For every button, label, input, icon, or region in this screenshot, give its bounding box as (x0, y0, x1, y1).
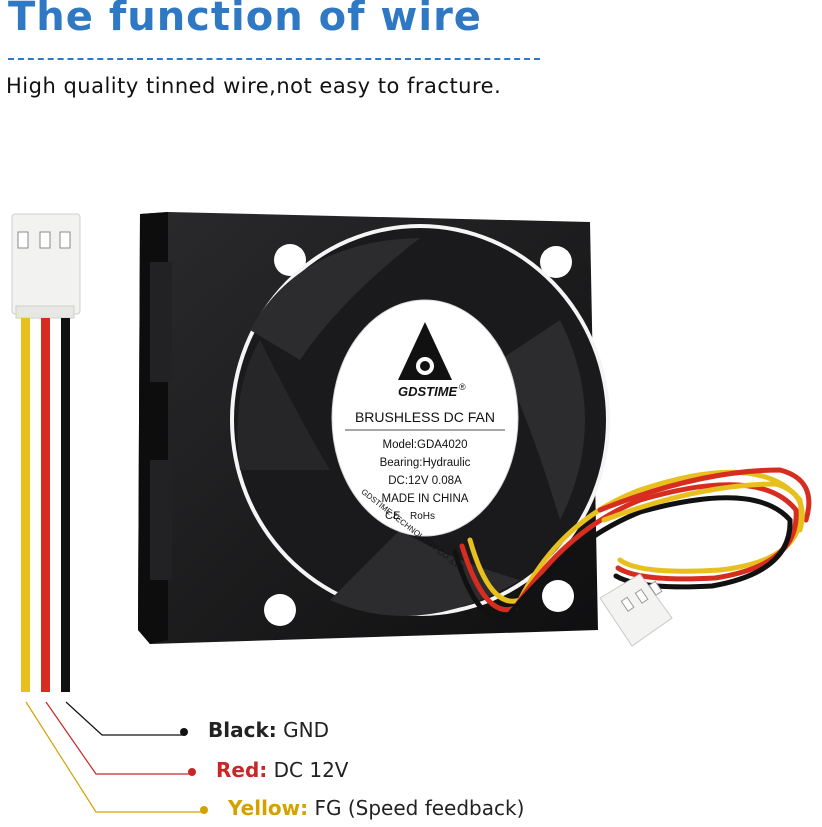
legend-dot (180, 727, 188, 736)
legend-name: Yellow (228, 796, 301, 820)
legend-desc: FG (Speed feedback) (308, 796, 525, 820)
rohs-mark: RoHs (410, 511, 435, 522)
fan-label: GDSTIME ® BRUSHLESS DC FAN Model:GDA4020… (331, 299, 519, 573)
legend-yellow: Yellow: FG (Speed feedback) (200, 796, 524, 820)
left-wires (21, 318, 70, 692)
title-divider (8, 58, 540, 60)
fan-bearing: Bearing:Hydraulic (380, 457, 471, 469)
legend-desc: GND (276, 718, 329, 742)
fan-product-name: BRUSHLESS DC FAN (355, 409, 495, 425)
fan-brand: GDSTIME (398, 384, 458, 399)
right-wire-coil (452, 467, 812, 620)
fan-origin: MADE IN CHINA (382, 493, 469, 505)
legend-name: Black (208, 718, 269, 742)
legend-red: Red: DC 12V (188, 758, 349, 782)
legend-name: Red (216, 758, 260, 782)
legend-black: Black: GND (180, 718, 329, 742)
ce-mark: CE (385, 510, 400, 522)
legend-leader-lines (25, 701, 204, 813)
registered-mark: ® (459, 382, 466, 392)
legend-dot (188, 767, 196, 776)
fan-rating: DC:12V 0.08A (388, 475, 462, 487)
page-subtitle: High quality tinned wire,not easy to fra… (6, 74, 502, 98)
legend-desc: DC 12V (267, 758, 349, 782)
fan-model: Model:GDA4020 (382, 439, 467, 451)
right-connector (599, 573, 673, 647)
legend-dot (200, 805, 208, 814)
page-title: The function of wire (8, 0, 482, 40)
left-connector (11, 213, 81, 319)
